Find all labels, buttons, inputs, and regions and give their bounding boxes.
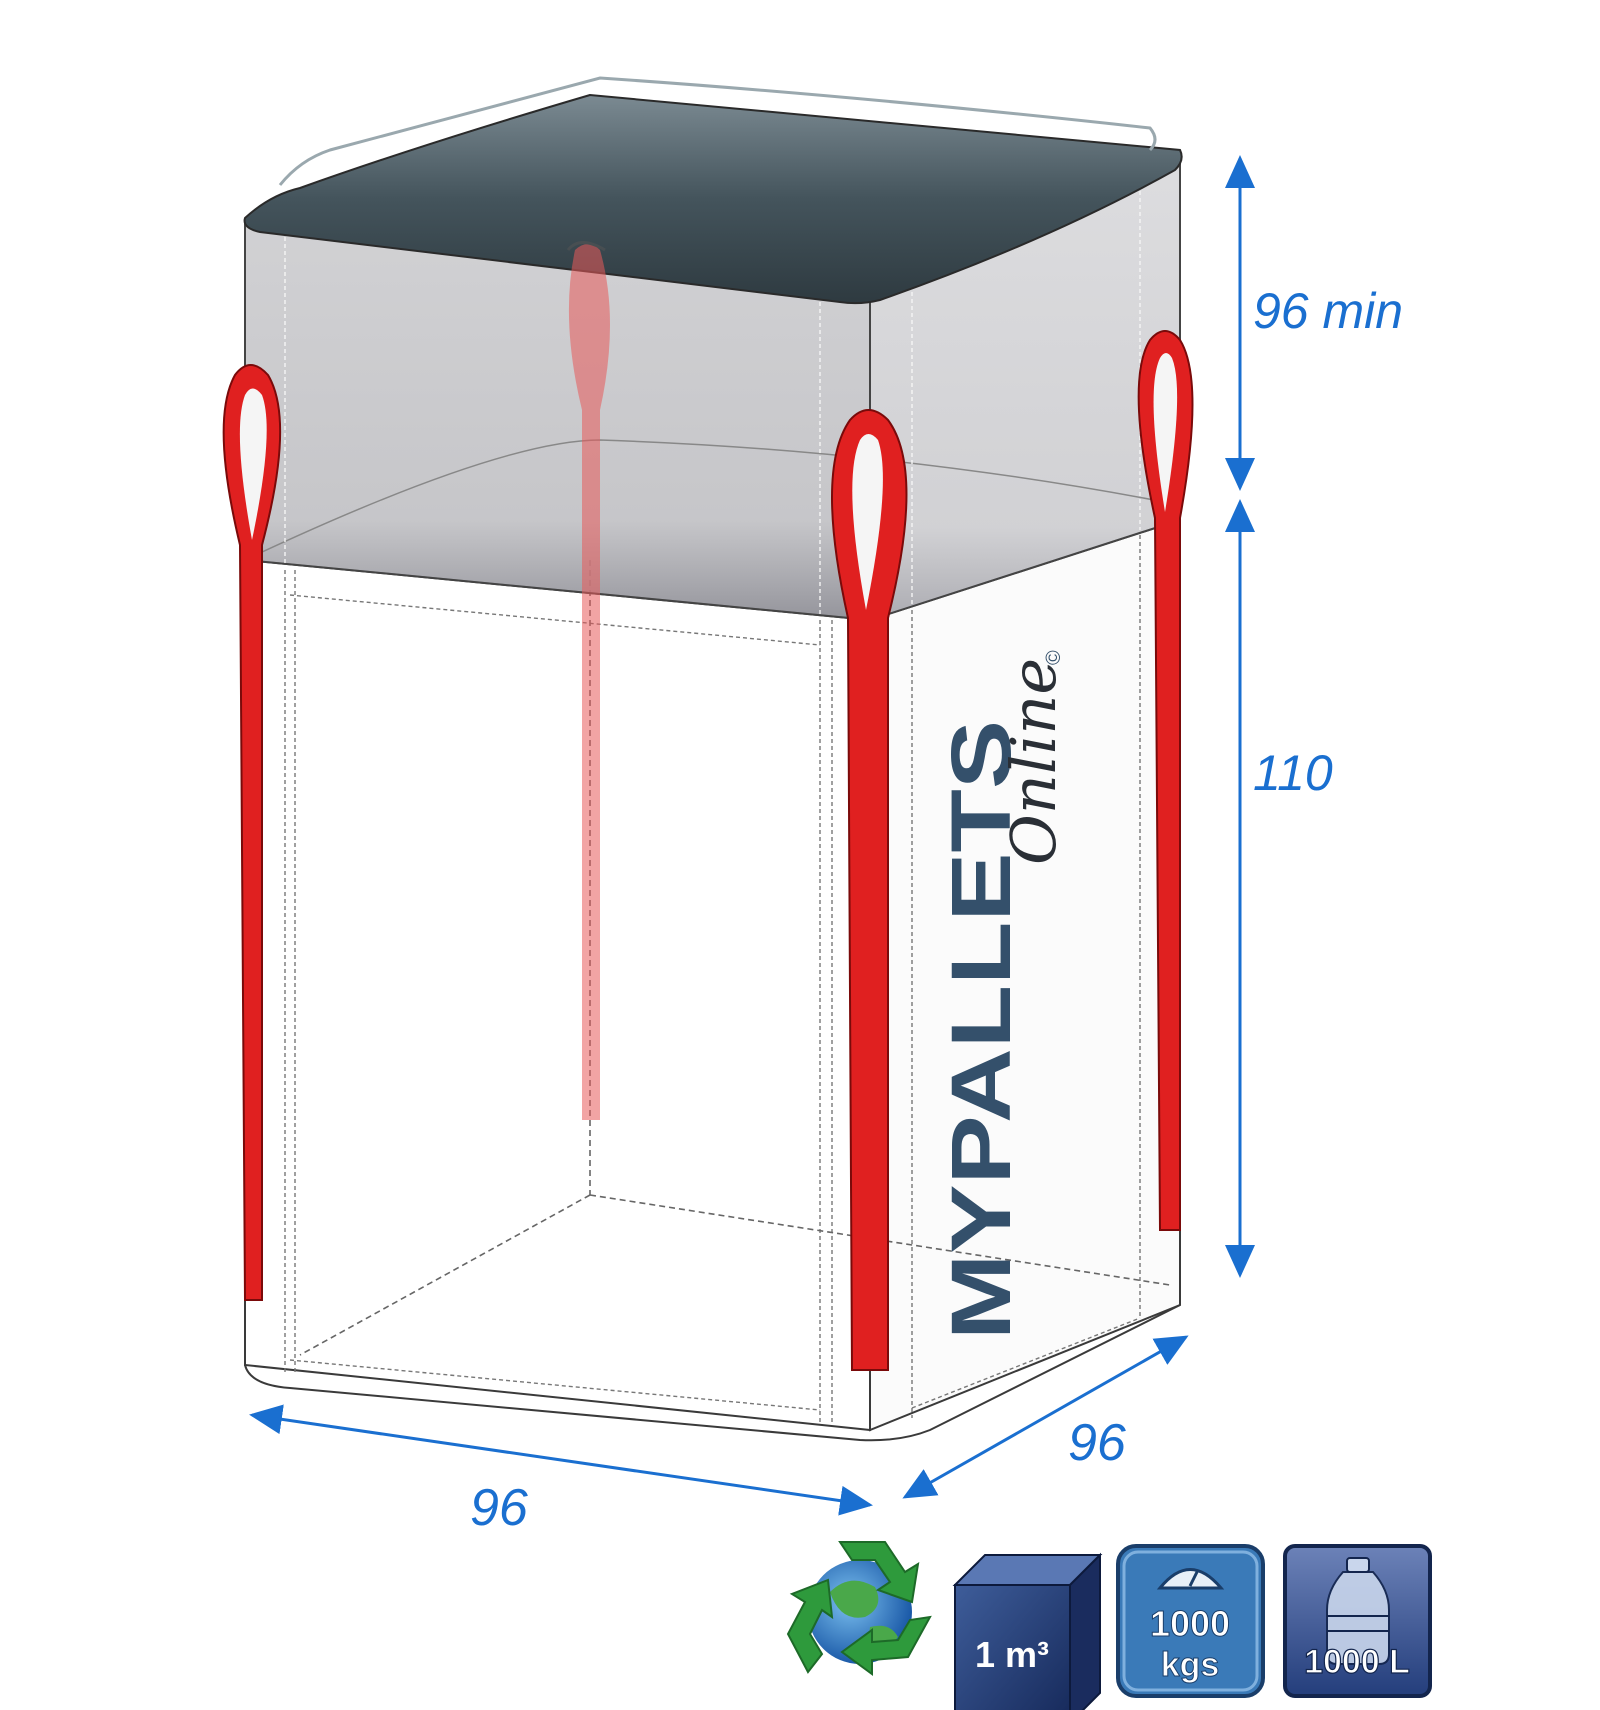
dim-top-height-label: 96 min — [1253, 283, 1403, 339]
back-lifting-loop — [566, 241, 610, 1120]
capacity-badge: 1000 L — [1283, 1544, 1432, 1698]
weight-badge-unit: kgs — [1161, 1646, 1220, 1684]
volume-badge-text: 1 m³ — [975, 1634, 1049, 1675]
capacity-badge-text: 1000 L — [1304, 1643, 1410, 1681]
bag-lid — [243, 93, 1183, 305]
weight-scale-icon — [1156, 1568, 1225, 1590]
dim-front-width-arrow — [249, 1404, 873, 1516]
weight-badge: 1000 kgs — [1116, 1544, 1265, 1698]
dim-body-height-label: 110 — [1253, 745, 1333, 801]
big-bag: MYPALLETS Online © — [222, 76, 1194, 1442]
lifting-strap-front — [831, 409, 908, 1371]
dim-side-depth-arrow — [902, 1335, 1189, 1499]
volume-badge: 1 m³ — [952, 1552, 1103, 1710]
bag-seams — [284, 535, 1141, 1425]
dimension-lines — [249, 155, 1255, 1516]
dim-side-depth-label: 96 — [1068, 1414, 1126, 1472]
bottle-icon — [1326, 1557, 1390, 1665]
brand-copyright-mark: © — [1043, 650, 1065, 665]
recycle-globe-icon — [786, 1541, 932, 1676]
brand-logo: MYPALLETS Online © — [934, 650, 1070, 1340]
lifting-strap-left — [222, 364, 282, 1301]
weight-badge-value: 1000 — [1150, 1603, 1230, 1644]
brand-script-text: Online — [997, 658, 1070, 865]
bag-front-panel — [244, 558, 871, 1432]
dim-front-width-label: 96 — [470, 1479, 528, 1537]
skirt-seams — [284, 170, 1141, 615]
lifting-strap-right — [1137, 330, 1194, 1231]
brand-main-text: MYPALLETS — [934, 720, 1028, 1340]
lid-rim — [278, 76, 1157, 186]
skirt-fold-line — [244, 439, 1181, 561]
